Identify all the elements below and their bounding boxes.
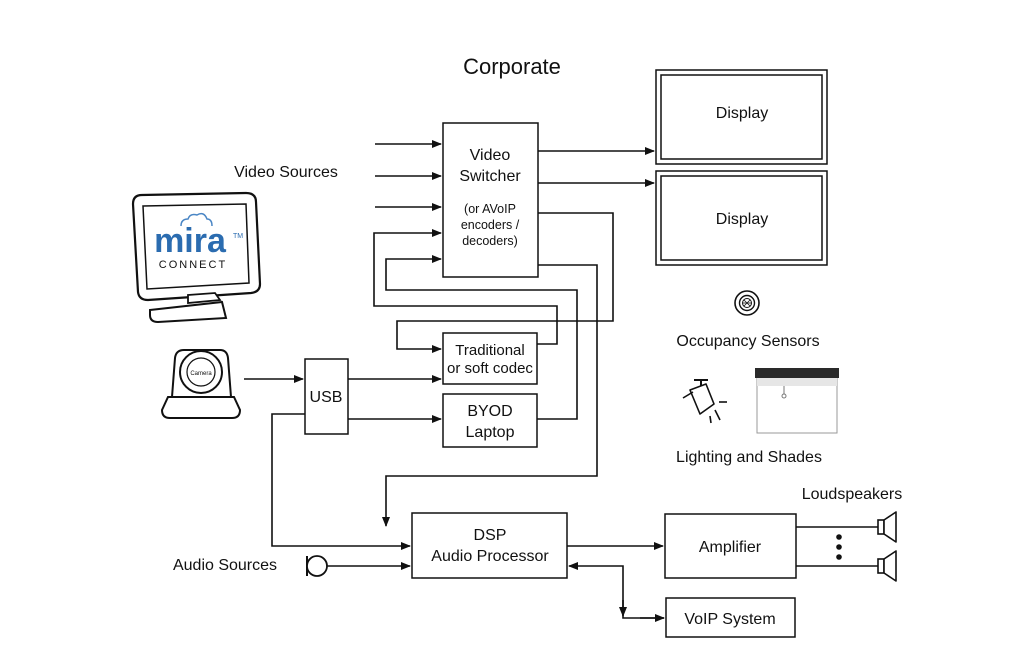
- more-speakers-dots: [836, 534, 842, 560]
- byod-label-2: Laptop: [466, 424, 515, 441]
- lighting-shades-label: Lighting and Shades: [676, 449, 822, 466]
- occupancy-sensor-icon: [734, 290, 760, 316]
- video-source-arrows: [375, 140, 442, 211]
- codec-box: Traditional or soft codec: [442, 332, 538, 385]
- amplifier-label: Amplifier: [699, 539, 762, 556]
- display-bottom-label: Display: [716, 211, 768, 228]
- mira-connect-display-icon: mira TM CONNECT: [131, 191, 262, 324]
- occupancy-sensors-label: Occupancy Sensors: [676, 333, 819, 350]
- loudspeakers-label: Loudspeakers: [802, 486, 903, 503]
- camera-label: Camera: [190, 371, 212, 377]
- codec-label-2: or soft codec: [447, 360, 533, 377]
- byod-laptop-box: BYOD Laptop: [442, 393, 538, 448]
- dsp-label-1: DSP: [474, 527, 507, 544]
- dsp-label-2: Audio Processor: [431, 548, 549, 565]
- display-bottom: Display: [655, 170, 828, 266]
- speaker-icon-top: [877, 511, 897, 543]
- audio-sources-label: Audio Sources: [173, 557, 277, 574]
- usb-label: USB: [310, 389, 343, 406]
- video-switcher-box: Video Switcher (or AVoIP encoders / deco…: [442, 122, 539, 278]
- mira-logo-text: mira: [154, 222, 227, 260]
- codec-label-1: Traditional: [455, 342, 524, 359]
- video-switcher-title-2: Switcher: [459, 168, 521, 185]
- voip-system-box: VoIP System: [665, 597, 796, 638]
- diagram-title: Corporate: [463, 54, 561, 79]
- usb-hub-box: USB: [304, 358, 349, 435]
- video-switcher-note-3: decoders): [462, 234, 518, 248]
- mira-trademark: TM: [233, 233, 243, 240]
- light-fixture-icon: [682, 379, 727, 424]
- video-sources-label: Video Sources: [234, 164, 338, 181]
- display-top-label: Display: [716, 105, 768, 122]
- video-switcher-note-2: encoders /: [461, 218, 520, 232]
- microphone-icon: [306, 555, 328, 577]
- display-top: Display: [655, 69, 828, 165]
- byod-label-1: BYOD: [467, 403, 512, 420]
- video-switcher-note-1: (or AVoIP: [464, 202, 516, 216]
- speaker-icon-bottom: [877, 550, 897, 582]
- shade-icon: [755, 368, 839, 434]
- video-switcher-title-1: Video: [470, 147, 511, 164]
- dsp-audio-processor-box: DSP Audio Processor: [411, 512, 568, 579]
- voip-label: VoIP System: [684, 611, 775, 628]
- amplifier-box: Amplifier: [664, 513, 797, 579]
- camera-icon: Camera: [160, 349, 242, 419]
- mira-connect-text: CONNECT: [159, 259, 227, 271]
